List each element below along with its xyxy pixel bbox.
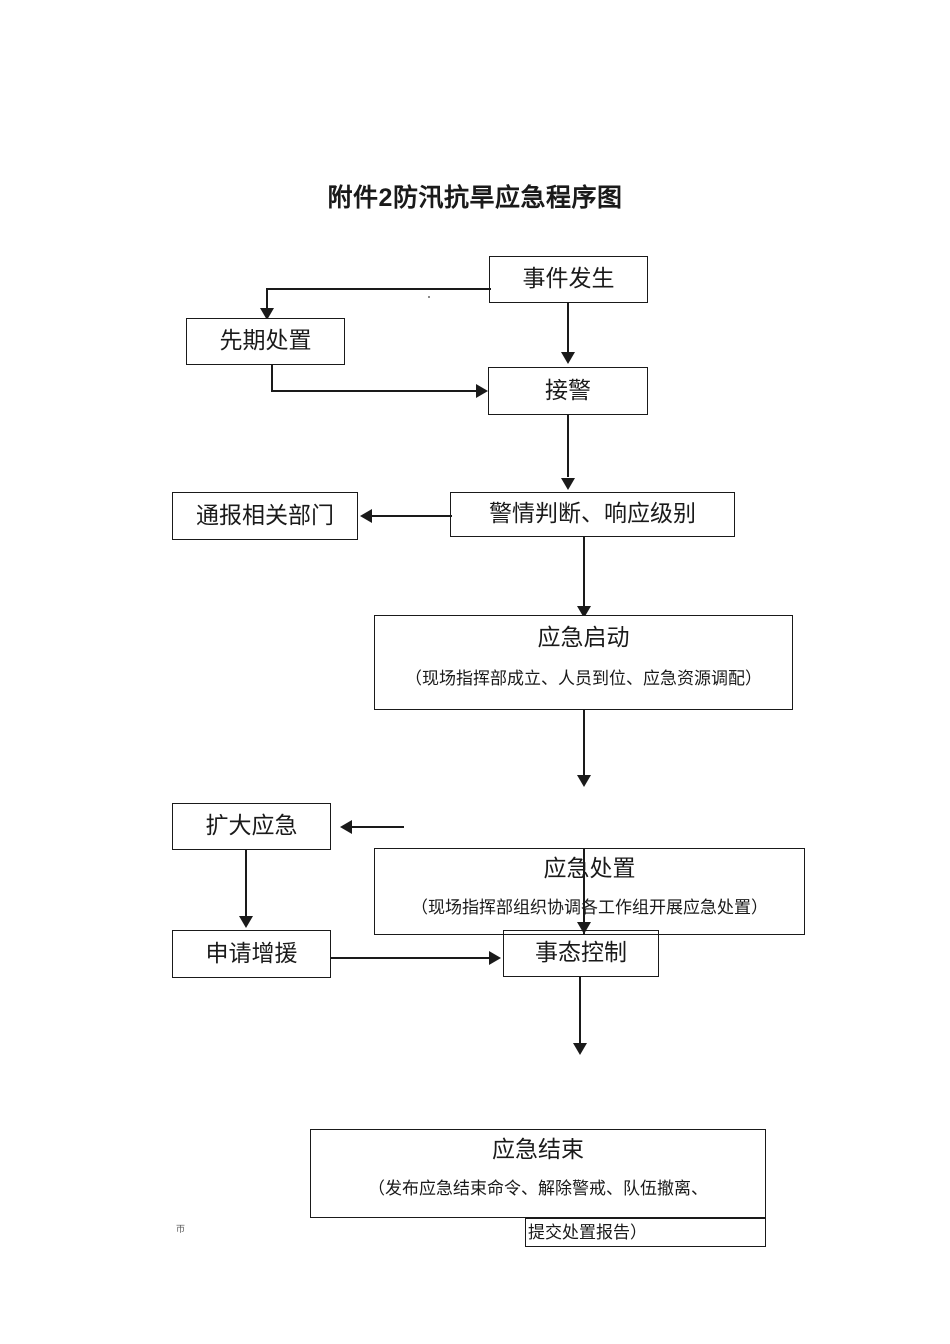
node-event[interactable]: 事件发生 <box>489 256 648 303</box>
edge-activate-to-control-arrowhead <box>577 922 591 934</box>
node-emergency-activation-label: 应急启动 <box>537 625 630 650</box>
node-emergency-finish-label: 应急结束 <box>492 1137 584 1162</box>
edge-event-to-initial-horizontal <box>266 288 491 290</box>
edge-judge-to-notify-horizontal <box>372 515 452 517</box>
scan-dot-artifact <box>428 296 430 298</box>
edge-expand-to-reinforce-arrowhead <box>239 916 253 928</box>
edge-disposal-to-expand-horizontal <box>352 826 404 828</box>
edge-receive-to-judge-arrowhead <box>561 478 575 490</box>
node-request-reinforcement[interactable]: 申请增援 <box>172 930 331 978</box>
node-submit-report[interactable]: 提交处置报告） <box>525 1218 766 1247</box>
node-situation-control-label: 事态控制 <box>535 940 627 966</box>
edge-disposal-to-expand-arrowhead <box>340 820 352 834</box>
edge-event-to-receive-vertical <box>567 303 569 355</box>
edge-control-to-finish-vertical <box>579 977 581 1047</box>
edge-initial-to-receive-arrowhead <box>476 384 488 398</box>
edge-expand-to-reinforce-vertical <box>245 850 247 918</box>
node-receive-alert[interactable]: 接警 <box>488 367 648 415</box>
node-event-label: 事件发生 <box>522 266 615 292</box>
page-title: 附件2防汛抗旱应急程序图 <box>327 184 623 212</box>
edge-initial-to-receive-vertical <box>271 365 273 392</box>
stray-glyph-artifact: 帀 <box>176 1224 186 1234</box>
node-initial-response[interactable]: 先期处置 <box>186 318 345 365</box>
node-alert-judgement-label: 警情判断、响应级别 <box>489 501 696 527</box>
edge-activate-down-arrowhead-mid <box>577 775 591 787</box>
node-notify-departments-label: 通报相关部门 <box>196 502 334 528</box>
node-initial-response-label: 先期处置 <box>219 328 312 354</box>
edge-event-to-initial-vertical <box>266 288 268 312</box>
edge-initial-to-receive-horizontal <box>271 390 478 392</box>
node-expand-emergency[interactable]: 扩大应急 <box>172 803 331 850</box>
node-submit-report-label: 提交处置报告） <box>528 1222 647 1242</box>
node-notify-departments[interactable]: 通报相关部门 <box>172 492 358 540</box>
node-emergency-activation-sub: （现场指挥部成立、人员到位、应急资源调配） <box>405 669 762 689</box>
node-alert-judgement[interactable]: 警情判断、响应级别 <box>450 492 735 537</box>
edge-event-to-receive-arrowhead <box>561 352 575 364</box>
node-emergency-disposal-sub: （现场指挥部组织协调各工作组开展应急处置） <box>411 898 768 918</box>
node-receive-alert-label: 接警 <box>545 377 591 403</box>
node-emergency-activation[interactable]: 应急启动 （现场指挥部成立、人员到位、应急资源调配） <box>374 615 793 710</box>
edge-control-to-finish-arrowhead <box>573 1043 587 1055</box>
node-expand-emergency-label: 扩大应急 <box>205 813 298 839</box>
node-emergency-disposal-label: 应急处置 <box>543 856 636 881</box>
node-emergency-finish[interactable]: 应急结束 （发布应急结束命令、解除警戒、队伍撤离、 <box>310 1129 766 1218</box>
edge-reinforce-to-control-horizontal <box>331 957 489 959</box>
edge-receive-to-judge-vertical <box>567 415 569 477</box>
edge-judge-to-notify-arrowhead <box>360 509 372 523</box>
node-request-reinforcement-label: 申请增援 <box>205 940 298 966</box>
edge-judge-to-activate-vertical <box>583 537 585 610</box>
edge-activate-down-vertical-lower <box>583 848 585 934</box>
edge-reinforce-to-control-arrowhead <box>489 951 501 965</box>
node-emergency-finish-sub: （发布应急结束命令、解除警戒、队伍撤离、 <box>368 1179 708 1199</box>
node-situation-control[interactable]: 事态控制 <box>503 930 659 977</box>
edge-event-to-initial-arrowhead <box>260 308 274 320</box>
edge-activate-down-vertical-upper <box>583 710 585 778</box>
node-emergency-disposal[interactable]: 应急处置 （现场指挥部组织协调各工作组开展应急处置） <box>374 848 805 935</box>
